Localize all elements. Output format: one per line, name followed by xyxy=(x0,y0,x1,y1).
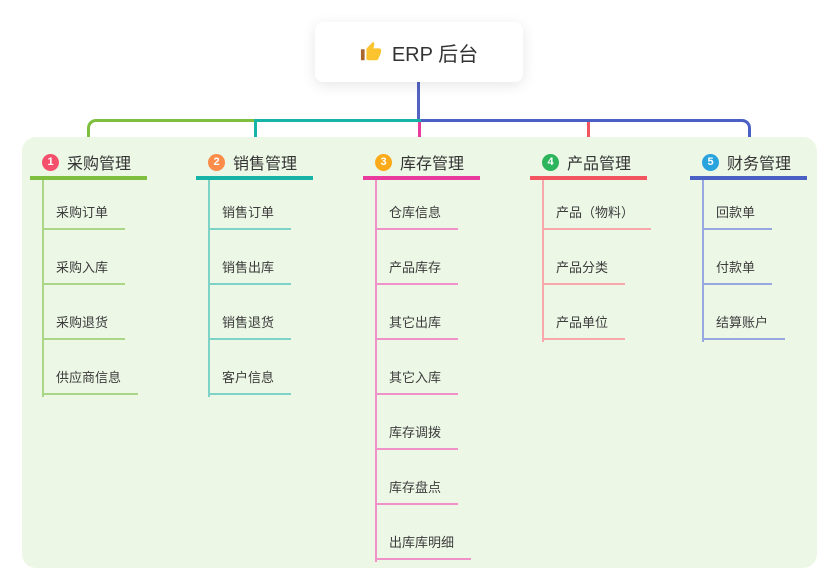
children-trunk-line xyxy=(208,180,210,397)
branch-children: 产品（物料） 产品分类 产品单位 xyxy=(530,180,652,342)
node-stock-detail[interactable]: 出库库明细 xyxy=(375,532,472,560)
root-node[interactable]: ERP 后台 xyxy=(315,22,523,82)
children-trunk-line xyxy=(42,180,44,397)
branch-label: 产品管理 xyxy=(567,156,632,173)
node-collection-slip[interactable]: 回款单 xyxy=(702,202,773,230)
node-other-inbound[interactable]: 其它入库 xyxy=(375,367,459,395)
branch-children: 回款单 付款单 结算账户 xyxy=(690,180,807,342)
node-sales-return[interactable]: 销售退货 xyxy=(208,312,292,340)
node-warehouse-info[interactable]: 仓库信息 xyxy=(375,202,459,230)
branch-number-badge: 4 xyxy=(542,153,559,171)
node-other-outbound[interactable]: 其它出库 xyxy=(375,312,459,340)
node-product-unit[interactable]: 产品单位 xyxy=(542,312,626,340)
node-product-stock[interactable]: 产品库存 xyxy=(375,257,459,285)
node-stock-transfer[interactable]: 库存调拨 xyxy=(375,422,459,450)
branch-purchase: 1 采购管理 采购订单 采购入库 采购退货 供应商信息 xyxy=(30,148,147,397)
connector-branch-1 xyxy=(87,119,254,148)
node-product-category[interactable]: 产品分类 xyxy=(542,257,626,285)
node-purchase-order[interactable]: 采购订单 xyxy=(42,202,126,230)
connector-branch-2 xyxy=(254,119,421,148)
branch-number-badge: 5 xyxy=(702,153,719,171)
node-payment-slip[interactable]: 付款单 xyxy=(702,257,773,285)
node-stock-count[interactable]: 库存盘点 xyxy=(375,477,459,505)
branch-inventory: 3 库存管理 仓库信息 产品库存 其它出库 其它入库 库存调拨 库存盘点 出库库… xyxy=(363,148,480,562)
branch-node-finance[interactable]: 5 财务管理 xyxy=(690,148,807,180)
branch-node-purchase[interactable]: 1 采购管理 xyxy=(30,148,147,180)
thumbs-up-icon xyxy=(360,41,381,61)
node-sales-order[interactable]: 销售订单 xyxy=(208,202,292,230)
connector-branch-3 xyxy=(418,122,421,148)
branch-children: 采购订单 采购入库 采购退货 供应商信息 xyxy=(30,180,147,397)
branch-node-sales[interactable]: 2 销售管理 xyxy=(196,148,313,180)
node-purchase-inbound[interactable]: 采购入库 xyxy=(42,257,126,285)
node-settlement-account[interactable]: 结算账户 xyxy=(702,312,786,340)
branch-label: 销售管理 xyxy=(233,156,298,173)
branch-label: 财务管理 xyxy=(727,156,792,173)
connector-branch-5 xyxy=(421,119,751,148)
branch-children: 销售订单 销售出库 销售退货 客户信息 xyxy=(196,180,313,397)
children-trunk-line xyxy=(375,180,377,562)
node-supplier-info[interactable]: 供应商信息 xyxy=(42,367,139,395)
branch-number-badge: 3 xyxy=(375,153,392,171)
branch-number-badge: 1 xyxy=(42,153,59,171)
node-sales-outbound[interactable]: 销售出库 xyxy=(208,257,292,285)
branch-node-product[interactable]: 4 产品管理 xyxy=(530,148,647,180)
map-background xyxy=(22,137,817,568)
branch-sales: 2 销售管理 销售订单 销售出库 销售退货 客户信息 xyxy=(196,148,313,397)
node-purchase-return[interactable]: 采购退货 xyxy=(42,312,126,340)
branch-label: 采购管理 xyxy=(67,156,132,173)
branch-product: 4 产品管理 产品（物料） 产品分类 产品单位 xyxy=(530,148,652,342)
root-node-label: ERP 后台 xyxy=(391,43,479,66)
node-product-material[interactable]: 产品（物料） xyxy=(542,202,652,230)
branch-children: 仓库信息 产品库存 其它出库 其它入库 库存调拨 库存盘点 出库库明细 xyxy=(363,180,480,562)
branch-node-inventory[interactable]: 3 库存管理 xyxy=(363,148,480,180)
node-customer-info[interactable]: 客户信息 xyxy=(208,367,292,395)
children-trunk-line xyxy=(542,180,544,342)
root-connector-line xyxy=(417,82,420,122)
children-trunk-line xyxy=(702,180,704,342)
branch-label: 库存管理 xyxy=(400,156,465,173)
branch-finance: 5 财务管理 回款单 付款单 结算账户 xyxy=(690,148,807,342)
connector-branch-4 xyxy=(587,122,590,148)
branch-number-badge: 2 xyxy=(208,153,225,171)
